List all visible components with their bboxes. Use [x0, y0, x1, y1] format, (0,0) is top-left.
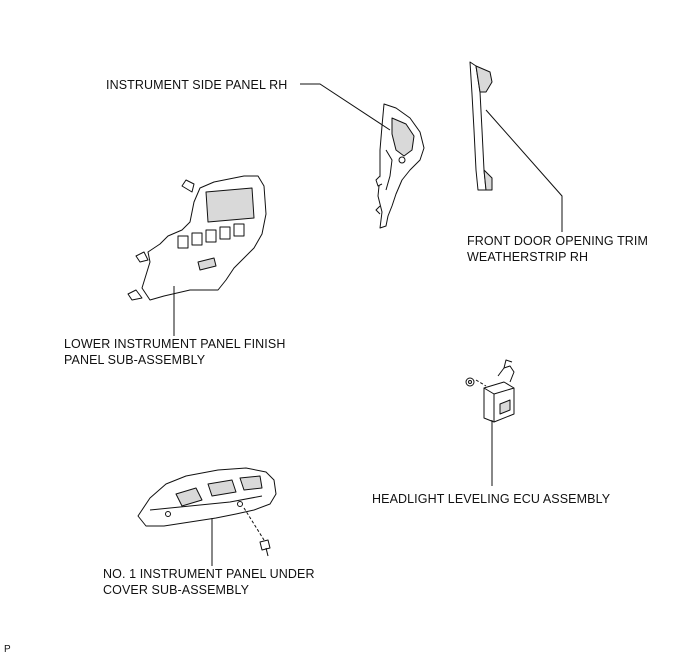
lower-finish-panel-part	[127, 175, 267, 301]
label-finish-panel-line2: PANEL SUB-ASSEMBLY	[64, 353, 206, 367]
leader-side-panel	[300, 83, 391, 131]
weatherstrip-part	[469, 61, 493, 191]
label-under-cover-line2: COVER SUB-ASSEMBLY	[103, 583, 250, 597]
corner-mark: P	[4, 644, 11, 655]
leader-lines	[173, 83, 563, 566]
label-instrument-side-panel: INSTRUMENT SIDE PANEL RH	[106, 78, 288, 92]
label-weatherstrip-line1: FRONT DOOR OPENING TRIM	[467, 234, 649, 248]
label-weatherstrip-line2: WEATHERSTRIP RH	[467, 250, 589, 264]
label-headlight-ecu: HEADLIGHT LEVELING ECU ASSEMBLY	[372, 492, 611, 506]
instrument-side-panel-part	[375, 103, 425, 229]
headlight-ecu-part	[465, 359, 515, 423]
leader-weatherstrip	[485, 109, 563, 232]
label-finish-panel-line1: LOWER INSTRUMENT PANEL FINISH	[64, 337, 286, 351]
under-cover-part	[137, 467, 277, 557]
label-under-cover-line1: NO. 1 INSTRUMENT PANEL UNDER	[103, 567, 315, 581]
